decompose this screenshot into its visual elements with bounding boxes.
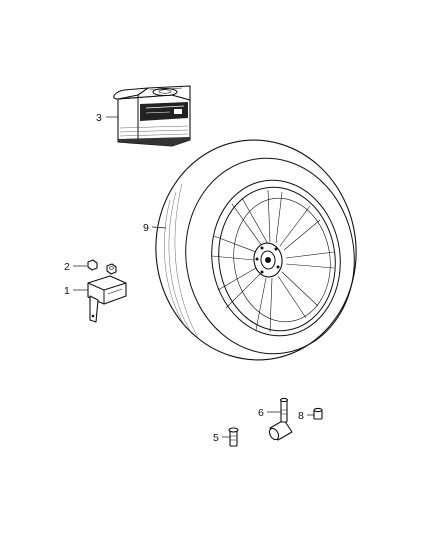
callout-5: 5 (213, 432, 219, 444)
nut-illustration (87, 259, 117, 275)
valve-stem-illustration (228, 427, 239, 447)
callout-2: 2 (64, 261, 70, 273)
callout-1: 1 (64, 285, 70, 297)
leader-line-9 (151, 226, 167, 229)
tire-inflator-kit-illustration (113, 85, 191, 147)
callout-8: 8 (298, 410, 304, 422)
callout-9: 9 (143, 222, 149, 234)
callout-6: 6 (258, 407, 264, 419)
callout-3: 3 (96, 112, 102, 124)
valve-stem-assembly-illustration (268, 397, 293, 441)
wheel-and-tire-illustration (155, 139, 357, 361)
tpms-sensor-illustration (87, 275, 127, 323)
valve-cap-illustration (313, 407, 323, 420)
